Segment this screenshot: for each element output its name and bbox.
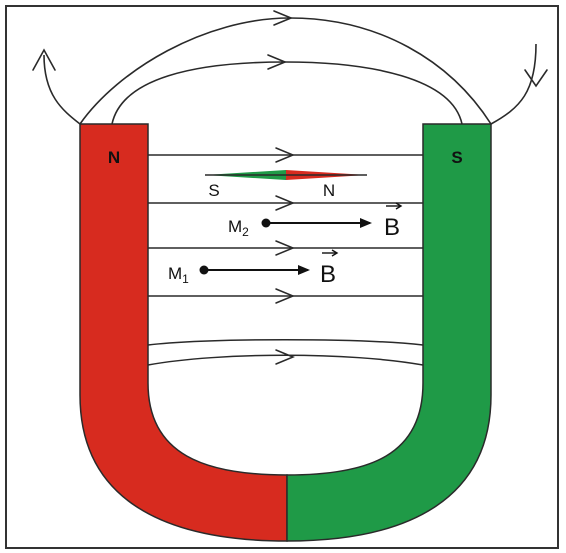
arrowhead-line-4	[275, 288, 295, 304]
arrowhead-right-loop	[524, 69, 548, 88]
arrowhead-line-2	[275, 195, 295, 211]
outer-field-arrowheads	[32, 10, 548, 88]
arrowhead-line-3	[275, 240, 295, 256]
needle-south-label: S	[208, 181, 219, 200]
arrowhead-line-6	[275, 349, 295, 365]
svg-text:B: B	[384, 214, 400, 241]
arrowhead-line-1	[275, 147, 295, 163]
inner-field-arrowheads	[275, 147, 295, 365]
outer-field-right-loop	[490, 43, 537, 125]
svg-text:B: B	[320, 261, 336, 288]
south-pole-label: S	[451, 148, 462, 167]
compass-needle-icon	[205, 170, 367, 180]
magnet-south-arm	[286, 123, 492, 542]
vector-b-label-m2: B	[384, 202, 403, 241]
outer-field-left-loop	[43, 54, 81, 125]
arrowhead-top-arc	[273, 10, 294, 26]
point-m1-label: M1	[168, 264, 189, 286]
inner-field-lines	[147, 154, 424, 366]
arrowhead-left-loop	[32, 48, 56, 71]
needle-north-label: N	[323, 181, 335, 200]
vector-b-label-m1: B	[320, 249, 339, 288]
point-m2-label: M2	[228, 217, 249, 239]
field-line-5	[147, 339, 424, 346]
field-line-6	[147, 354, 424, 366]
arrowhead-inner-arc	[267, 54, 288, 70]
north-pole-label: N	[108, 148, 120, 167]
